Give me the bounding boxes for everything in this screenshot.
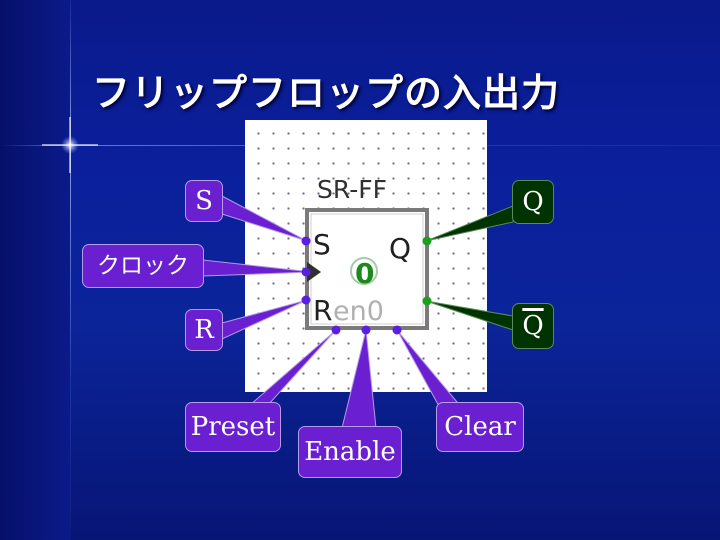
output-pin-qbar[interactable] — [422, 296, 432, 306]
pin-label-r: R — [313, 294, 332, 327]
input-pin-s[interactable] — [301, 236, 311, 246]
state-indicator — [350, 257, 378, 285]
state-value: 0 — [355, 257, 374, 290]
callout-q-bar: Q — [512, 303, 554, 349]
q-bar-label: Q — [522, 311, 544, 341]
slide-title: フリップフロップの入出力 — [92, 71, 561, 115]
clock-pointer — [202, 259, 313, 277]
component-name: SR-FF — [317, 175, 387, 204]
callout-r: R — [185, 309, 223, 351]
input-pin-clock[interactable] — [301, 267, 311, 277]
r-pointer — [221, 299, 308, 340]
enable-pointer — [341, 329, 377, 429]
pin-label-s: S — [313, 228, 331, 261]
callout-preset: Preset — [185, 402, 281, 452]
q-pointer — [425, 205, 514, 242]
callout-clear: Clear — [436, 402, 524, 452]
qbar-pointer — [425, 300, 514, 331]
clock-triangle-icon — [307, 262, 321, 282]
callout-s: S — [185, 180, 223, 222]
callout-clock: クロック — [82, 244, 204, 288]
input-pin-r[interactable] — [301, 295, 311, 305]
preset-pointer — [248, 329, 337, 406]
s-pointer — [221, 195, 308, 242]
pin-label-q: Q — [389, 232, 411, 265]
slide-left-band — [0, 0, 70, 540]
clear-pointer — [396, 329, 464, 409]
input-pin-preset[interactable] — [331, 325, 341, 335]
vertical-rule — [70, 0, 71, 540]
input-pin-clear[interactable] — [392, 325, 402, 335]
callout-enable: Enable — [298, 426, 402, 478]
enable-text: en0 — [333, 296, 384, 327]
sparkle-icon — [42, 117, 98, 173]
output-pin-q[interactable] — [422, 236, 432, 246]
input-pin-enable[interactable] — [361, 325, 371, 335]
callout-q: Q — [512, 180, 554, 224]
